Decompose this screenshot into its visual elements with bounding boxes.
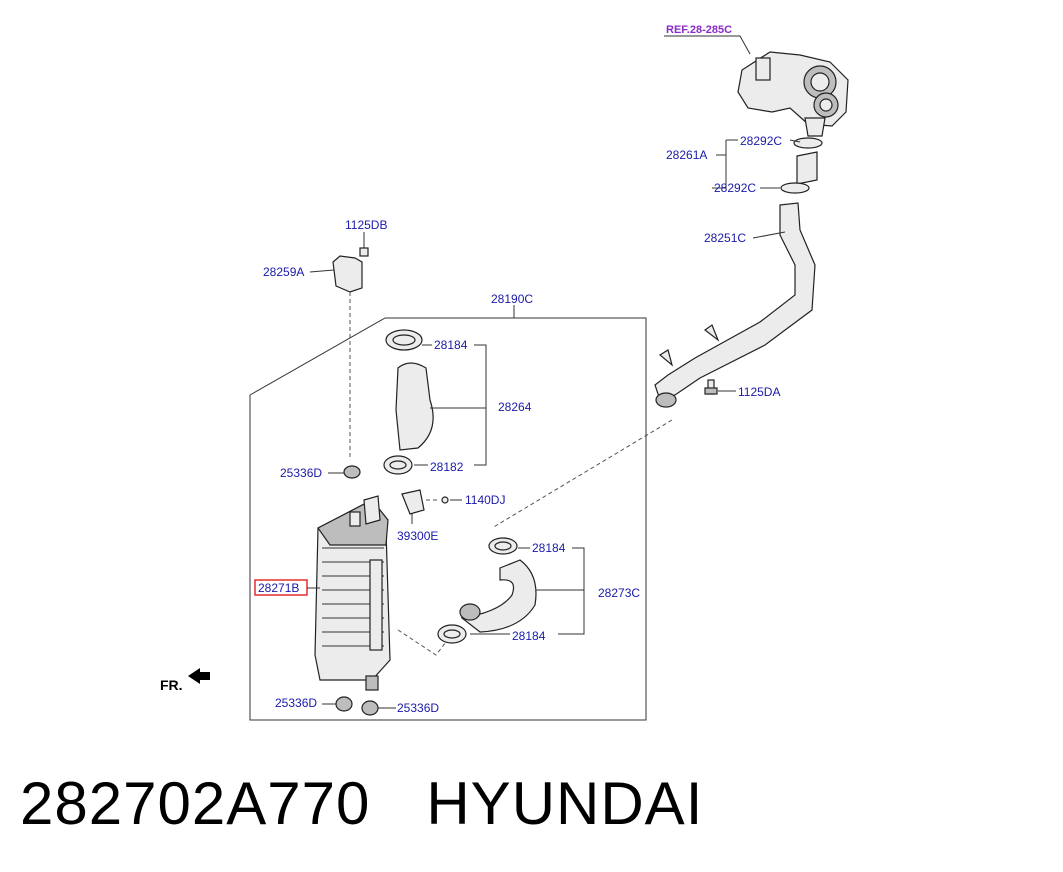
assembly-box-28190c [249,317,647,721]
label-28273c[interactable]: 28273C [598,586,640,600]
label-25336d-left[interactable]: 25336D [275,696,317,710]
parts-diagram: REF.28-285C 28292C 28261A 28292C 28251C … [160,24,849,721]
ref-label[interactable]: REF.28-285C [666,24,732,36]
label-28292c-bottom[interactable]: 28292C [714,181,756,195]
front-arrow-icon [188,668,210,684]
mount-25336d-mid-drawing [343,465,361,479]
label-39300e[interactable]: 39300E [397,529,438,543]
brand-name: HYUNDAI [426,770,704,837]
mount-25336d-left-drawing [335,696,353,712]
hose-28261a-drawing [796,151,818,185]
label-28259a[interactable]: 28259A [263,265,304,279]
front-direction-label: FR. [160,677,183,693]
label-25336d-mid[interactable]: 25336D [280,466,322,480]
label-1140dj[interactable]: 1140DJ [465,493,505,507]
label-1125db[interactable]: 1125DB [345,218,387,232]
label-28184-mid[interactable]: 28184 [532,541,566,555]
label-28184-low[interactable]: 28184 [512,629,546,643]
part-number: 282702A770 [20,770,371,837]
ref-leader [664,35,751,55]
turbocharger-drawing [737,51,849,137]
bracket-28259a-drawing [332,255,363,293]
bolt-1125da-drawing [704,379,718,395]
label-28271b[interactable]: 28271B [258,581,299,595]
label-28261a[interactable]: 28261A [666,148,707,162]
label-28292c-top[interactable]: 28292C [740,134,782,148]
label-28251c[interactable]: 28251C [704,231,746,245]
caption: 282702A770 HYUNDAI [20,764,1050,844]
label-28184-top[interactable]: 28184 [434,338,468,352]
label-1125da[interactable]: 1125DA [738,385,780,399]
clamp-28292c-bottom-drawing [780,182,810,194]
bolt-1140dj-drawing [441,496,449,504]
hose-28264-drawing [395,362,434,451]
label-28190c[interactable]: 28190C [491,292,533,306]
clamp-28292c-top-drawing [793,137,823,149]
intercooler-28271b-drawing [314,495,391,691]
mount-25336d-right-drawing [361,700,379,716]
label-28264[interactable]: 28264 [498,400,532,414]
bolt-1125db-drawing [359,247,369,257]
label-25336d-right[interactable]: 25336D [397,701,439,715]
label-28182[interactable]: 28182 [430,460,464,474]
sensor-39300e-drawing [401,489,425,515]
hose-28273c-drawing [460,559,537,633]
